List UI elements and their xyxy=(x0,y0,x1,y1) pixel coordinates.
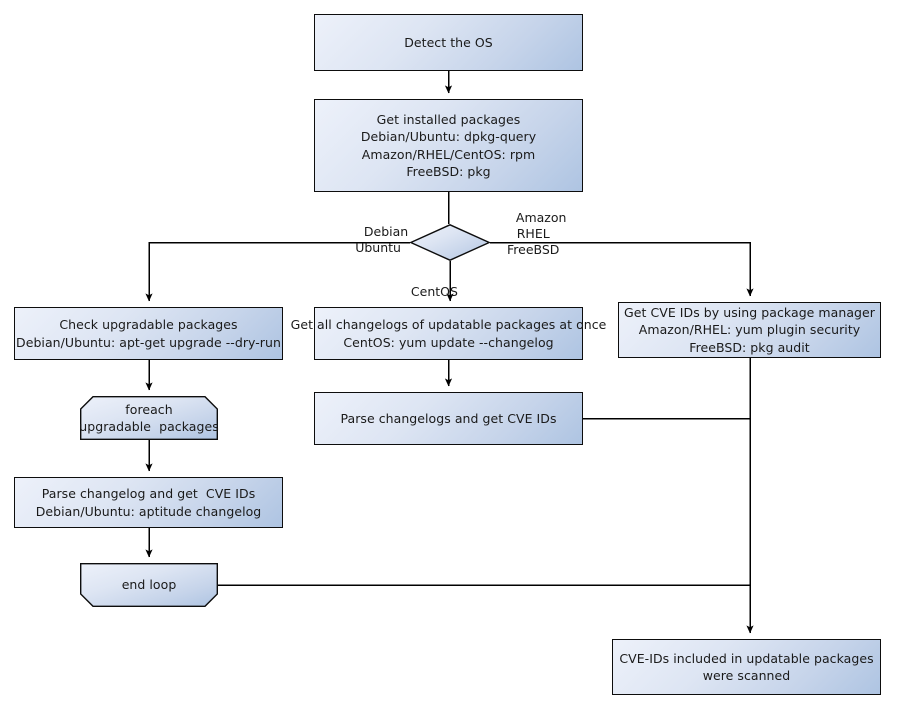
node-get-installed-packages-label: Get installed packages Debian/Ubuntu: dp… xyxy=(360,112,537,179)
node-detect-os-label: Detect the OS xyxy=(404,34,493,50)
node-get-all-changelogs-label: Get all changelogs of updatable packages… xyxy=(290,317,607,350)
node-end-loop[interactable]: end loop xyxy=(79,562,219,607)
node-cve-ids-scanned-label: CVE-IDs included in updatable packages w… xyxy=(619,650,874,683)
loop-start-shape xyxy=(79,395,219,440)
node-parse-changelog-get-cve-ids-label: Parse changelog and get CVE IDs Debian/U… xyxy=(35,486,262,519)
node-parse-changelog-get-cve-ids[interactable]: Parse changelog and get CVE IDs Debian/U… xyxy=(14,477,283,528)
node-foreach-upgradable-packages-label: foreach upgradable packages xyxy=(79,401,219,434)
edge-label-centos: CentOS xyxy=(410,284,458,299)
edge-label-debian-ubuntu: Debian Ubuntu xyxy=(355,224,409,255)
node-get-cve-ids-package-manager[interactable]: Get CVE IDs by using package manager Ama… xyxy=(618,302,881,358)
node-get-installed-packages[interactable]: Get installed packages Debian/Ubuntu: dp… xyxy=(314,99,583,192)
edge-label-amazon-rhel-freebsd: Amazon RHEL FreeBSD xyxy=(506,210,567,257)
node-get-all-changelogs[interactable]: Get all changelogs of updatable packages… xyxy=(291,307,606,360)
node-check-upgradable-packages[interactable]: Check upgradable packages Debian/Ubuntu:… xyxy=(14,307,283,360)
node-foreach-upgradable-packages[interactable]: foreach upgradable packages xyxy=(79,395,219,440)
node-os-decision[interactable] xyxy=(409,224,491,261)
node-check-upgradable-packages-label: Check upgradable packages Debian/Ubuntu:… xyxy=(16,317,281,350)
node-get-cve-ids-package-manager-label: Get CVE IDs by using package manager Ama… xyxy=(624,305,875,355)
node-parse-changelogs-get-cve-ids[interactable]: Parse changelogs and get CVE IDs xyxy=(314,392,583,445)
node-end-loop-label: end loop xyxy=(121,577,177,593)
loop-end-shape xyxy=(79,562,219,607)
node-cve-ids-scanned[interactable]: CVE-IDs included in updatable packages w… xyxy=(612,639,881,695)
node-detect-os[interactable]: Detect the OS xyxy=(314,14,583,71)
node-parse-changelogs-get-cve-ids-label: Parse changelogs and get CVE IDs xyxy=(340,410,557,426)
diamond-shape xyxy=(409,224,491,261)
